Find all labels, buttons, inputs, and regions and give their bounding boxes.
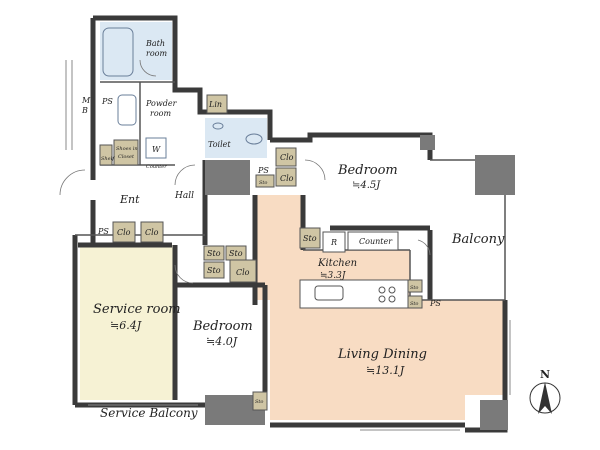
ps-label-right: PS: [429, 299, 441, 308]
toilet-bowl: [245, 133, 263, 145]
kitchen-fixtures: [299, 231, 409, 309]
hall-label: Hall: [174, 191, 194, 201]
bedroom-ne-size: ≒4.5J: [352, 180, 381, 191]
clo-label-service-2: Clo: [145, 228, 159, 237]
balcony-label: Balcony: [451, 232, 505, 247]
room-labels: Bath room Powder room Toilet M B Ent Hal…: [81, 39, 505, 420]
toilet-label: Toilet: [208, 140, 231, 149]
kitchen-name: Kitchen: [317, 258, 357, 269]
windows: [65, 60, 511, 431]
mb-label-1: M: [81, 96, 91, 105]
sto-label-bed-2: Sto: [229, 249, 243, 258]
shoes-closet-label-2: Closet: [118, 154, 135, 160]
entrance-label: Ent: [119, 193, 140, 206]
sto-kitchen: [299, 227, 321, 249]
powder-label-1: Powder: [145, 99, 178, 108]
shoes-closet: [113, 139, 139, 166]
stove-burner: [388, 295, 396, 303]
lin-closet: [206, 94, 228, 114]
bedroom-ne-name: Bedroom: [337, 163, 398, 178]
sto-label-kitchen: Sto: [303, 234, 317, 243]
r-label: R: [330, 238, 337, 247]
fridge: [322, 231, 346, 253]
ps-label-service: PS: [97, 227, 109, 236]
kitchen-sink: [314, 285, 344, 301]
shoes-closet-label-1: Shoes in: [116, 146, 138, 152]
sto-label-bed-1: Sto: [207, 249, 221, 258]
door-arc: [139, 59, 157, 77]
bedroom-s-name: Bedroom: [192, 319, 253, 334]
column: [205, 160, 250, 195]
washer: [145, 137, 167, 159]
sto-bed-1: [203, 245, 225, 261]
clo-ne-1: [275, 147, 297, 167]
bath-fixtures: [102, 27, 167, 159]
column: [475, 155, 515, 195]
kitchen-counter-back: [347, 231, 399, 251]
clo-ne-2: [275, 167, 297, 187]
counter-small-label: Counter: [146, 164, 167, 170]
door-arc: [174, 264, 194, 284]
door-arc: [59, 169, 86, 196]
door-arc: [417, 239, 431, 256]
toilet-fixture: [212, 122, 263, 145]
ps-label-hall: PS: [257, 166, 269, 175]
compass: N: [529, 368, 561, 414]
service-room-name: Service room: [93, 302, 181, 317]
shelf-unit: [99, 144, 113, 166]
sto-label-hall: Sto: [259, 180, 267, 186]
fixture-labels: Lin W Counter Shelf Shoes in Closet PS P…: [97, 97, 441, 405]
stove-burner: [378, 295, 386, 303]
w-label: W: [152, 145, 161, 154]
sto-label-bed-3: Sto: [207, 266, 221, 275]
mb-label-2: B: [81, 106, 88, 115]
living-dining-name: Living Dining: [337, 347, 427, 362]
kitchen-island: [299, 279, 409, 309]
bedroom-s-size: ≒4.0J: [206, 335, 238, 348]
stove-burner: [378, 286, 386, 294]
bath-label-1: Bath: [145, 39, 165, 48]
living-dining-size: ≒13.1J: [366, 364, 405, 377]
sto-label-bottom: Sto: [255, 399, 263, 405]
stove-burner: [388, 286, 396, 294]
clo-label-service-1: Clo: [117, 228, 131, 237]
kitchen-size: ≒3.3J: [320, 271, 347, 281]
bath-label-2: room: [146, 49, 167, 58]
counter-label: Counter: [359, 237, 393, 246]
clo-label-ne-2: Clo: [280, 174, 294, 183]
storage-units: [99, 94, 423, 411]
bath-fill: [100, 22, 172, 80]
ps-label-mb: PS: [101, 97, 113, 106]
door-arc: [174, 164, 196, 186]
clo-service-2: [140, 221, 164, 243]
service-balcony-label: Service Balcony: [100, 406, 198, 420]
toilet-sink: [212, 122, 224, 130]
service-room-size: ≒6.4J: [110, 319, 142, 332]
toilet-fill: [205, 118, 267, 158]
service-room-fill: [80, 245, 175, 400]
clo-label-ne-1: Clo: [280, 153, 294, 162]
lin-label: Lin: [208, 100, 222, 109]
doors: [59, 59, 431, 284]
clo-service-1: [112, 221, 136, 243]
shelf-label: Shelf: [101, 156, 115, 162]
bathtub: [102, 27, 134, 77]
column: [480, 400, 508, 430]
door-arc: [304, 159, 326, 181]
sto-bed-3: [203, 261, 225, 279]
powder-label-2: room: [150, 109, 171, 118]
column: [420, 135, 435, 150]
sto-label-right-2: Sto: [410, 301, 418, 307]
clo-label-bed-s: Clo: [236, 268, 250, 277]
sto-bottom: [252, 391, 268, 411]
sto-hall: [255, 174, 275, 188]
clo-bed-s: [229, 259, 257, 283]
sink: [117, 94, 137, 126]
compass-n-label: N: [540, 368, 550, 381]
sto-label-right-1: Sto: [410, 285, 418, 291]
north-arrow-icon: [538, 382, 552, 414]
